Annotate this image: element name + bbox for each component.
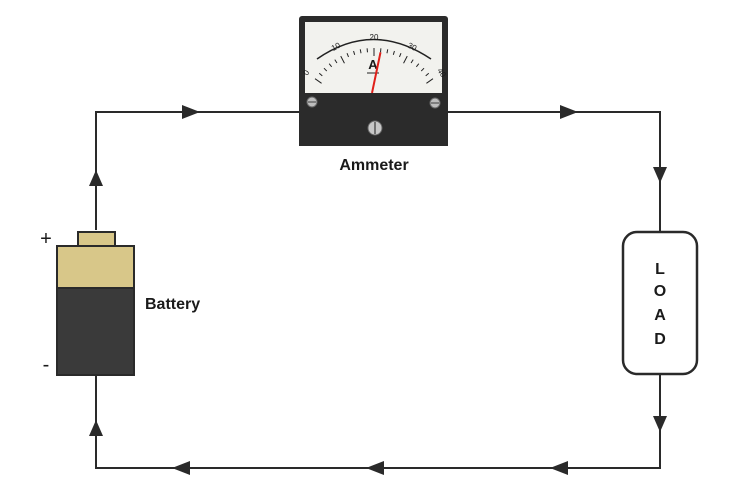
ammeter-base — [299, 93, 448, 146]
dial-tick — [410, 59, 414, 64]
arrow-left-icon — [366, 461, 384, 475]
battery-body — [56, 287, 135, 376]
arrow-up-icon — [89, 170, 103, 186]
wire-battery-to-ammeter — [95, 111, 302, 230]
current-direction-arrows — [89, 105, 667, 475]
dial-tick — [403, 55, 408, 64]
ammeter-unit-label: A — [368, 57, 378, 72]
ammeter-scale-ticks — [314, 48, 434, 84]
battery-top-band — [56, 245, 135, 289]
dial-tick — [353, 50, 356, 55]
dial-tick — [399, 53, 402, 58]
arrow-right-icon — [182, 105, 200, 119]
arrow-left-icon — [172, 461, 190, 475]
dial-tick — [314, 78, 322, 84]
dial-tick — [420, 67, 425, 72]
dial-tick — [359, 49, 362, 54]
load-box — [621, 230, 699, 376]
arrow-right-icon — [560, 105, 578, 119]
wire-load-to-battery — [95, 374, 661, 469]
dial-tick — [346, 53, 349, 58]
dial-tick — [340, 55, 345, 64]
ammeter-needle — [371, 52, 382, 94]
arrow-up-icon — [89, 420, 103, 436]
arrow-down-icon — [653, 416, 667, 432]
dial-tick — [328, 63, 333, 68]
battery — [56, 231, 135, 376]
load-letter: L — [655, 261, 665, 278]
dial-scale-label: 20 — [370, 33, 379, 42]
battery-minus-sign: - — [43, 354, 50, 376]
battery-label: Battery — [145, 296, 200, 313]
dial-tick — [334, 59, 338, 64]
load-letter: O — [654, 283, 666, 300]
dial-tick — [426, 78, 434, 84]
battery-terminal — [77, 231, 116, 247]
load-letter: A — [654, 307, 666, 324]
ammeter-label: Ammeter — [339, 157, 408, 174]
arrow-down-icon — [653, 167, 667, 183]
load-letter: D — [654, 331, 666, 348]
battery-plus-sign: + — [40, 228, 52, 250]
dial-scale-label: 0 — [301, 68, 311, 77]
dial-tick — [386, 49, 389, 54]
dial-tick — [425, 72, 430, 77]
dial-tick — [392, 50, 395, 55]
dial-tick — [323, 67, 328, 72]
ammeter-scale-arc — [316, 38, 432, 60]
arrow-left-icon — [550, 461, 568, 475]
dial-tick — [415, 63, 420, 68]
dial-tick — [318, 72, 323, 77]
wire-ammeter-to-load — [446, 111, 661, 232]
